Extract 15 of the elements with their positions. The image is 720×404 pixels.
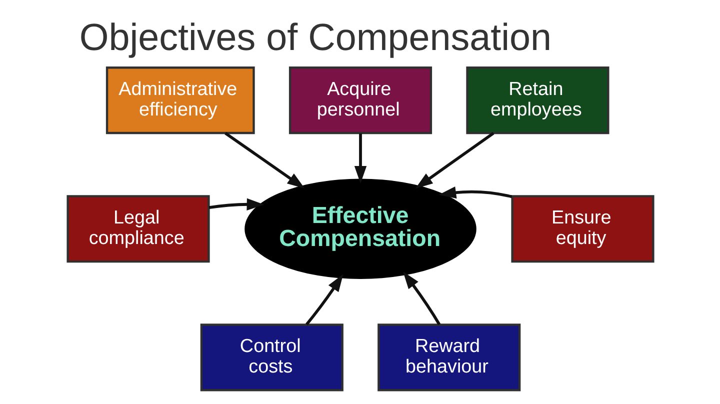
arrow bbox=[305, 274, 343, 326]
node-box: Ensure equity bbox=[510, 195, 654, 263]
arrow bbox=[354, 133, 366, 184]
arrow bbox=[402, 271, 440, 326]
arrow bbox=[208, 198, 264, 210]
node-box: Retain employees bbox=[466, 66, 609, 134]
node-box: Acquire personnel bbox=[288, 66, 432, 134]
diagram-title: Objectives of Compensation bbox=[78, 16, 552, 59]
arrow bbox=[438, 186, 512, 199]
node-box: Legal compliance bbox=[66, 195, 210, 263]
arrow bbox=[414, 132, 494, 189]
node-box: Reward behaviour bbox=[377, 324, 520, 392]
node-box: Control costs bbox=[200, 324, 343, 392]
arrow bbox=[224, 132, 304, 189]
node-box: Administrative efficiency bbox=[105, 66, 254, 134]
